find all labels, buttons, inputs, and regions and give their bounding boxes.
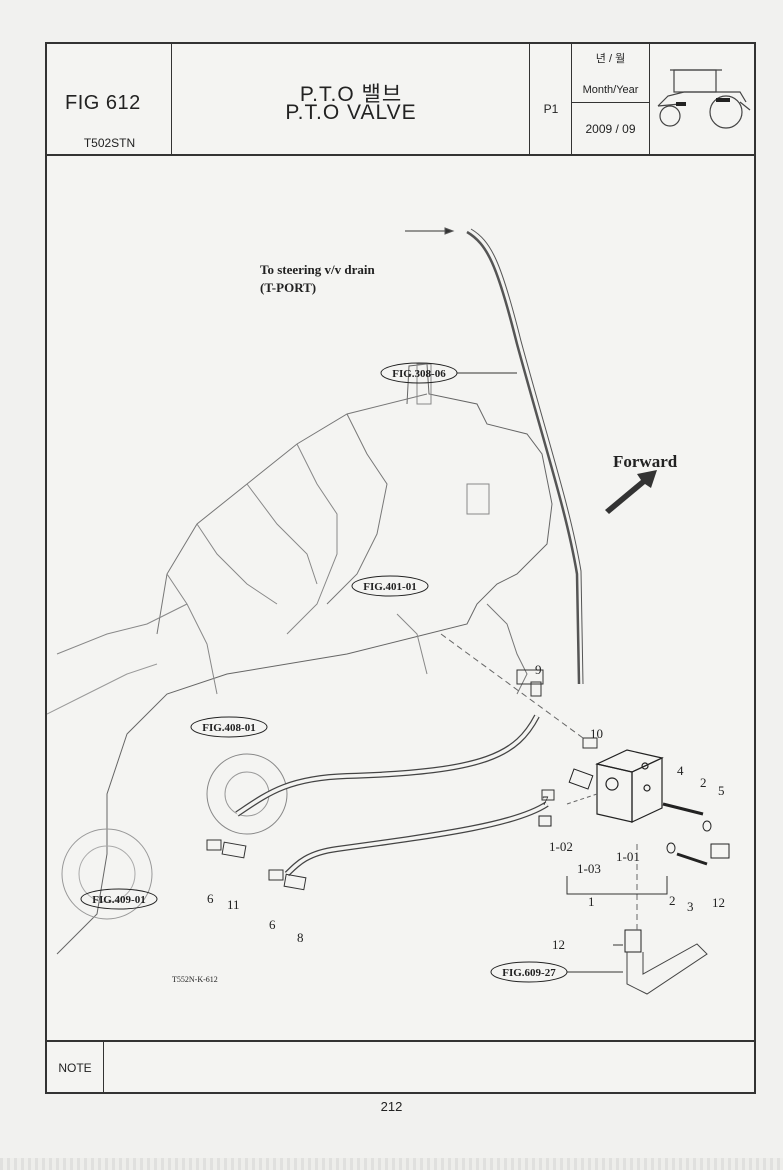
part-6b: 6 xyxy=(269,917,276,932)
pto-valve-diagram: To steering v/v drain (T-PORT) Forward T… xyxy=(47,227,730,995)
part-2a: 2 xyxy=(700,775,707,790)
part-1-03: 1-03 xyxy=(577,861,601,876)
part-11: 11 xyxy=(227,897,240,912)
part-6a: 6 xyxy=(207,891,214,906)
pto-valve-block xyxy=(595,749,664,823)
scan-artifact-strip xyxy=(0,1158,783,1170)
steering-drain-note: To steering v/v drain xyxy=(260,262,375,277)
steering-drain-pipe xyxy=(466,230,581,685)
ref-fig-408-01: FIG.408-01 xyxy=(202,722,255,734)
part-1: 1 xyxy=(588,894,595,909)
part-5: 5 xyxy=(718,783,725,798)
part-8: 8 xyxy=(297,930,304,945)
page-label: P1 xyxy=(543,102,559,116)
part-7: 7 xyxy=(542,793,549,808)
date-value: 2009 / 09 xyxy=(585,122,636,136)
page-number: 212 xyxy=(380,1099,403,1114)
title-cell: P.T.O 밸브 P.T.O VALVE xyxy=(172,44,530,154)
ref-fig-401-01: FIG.401-01 xyxy=(363,581,416,593)
forward-label: Forward xyxy=(613,452,678,471)
hose-upper xyxy=(235,714,540,817)
date-divider xyxy=(572,102,649,103)
page-frame: FIG 612 T502STN P.T.O 밸브 P.T.O VALVE P1 … xyxy=(45,42,756,1094)
part-12a: 12 xyxy=(712,895,725,910)
part-1-01: 1-01 xyxy=(616,849,640,864)
date-label: Month/Year xyxy=(582,84,639,96)
part-1-02: 1-02 xyxy=(549,839,573,854)
note-row: NOTE xyxy=(47,1040,754,1094)
date-label-korean: 년 / 월 xyxy=(595,53,626,65)
ref-fig-609-27: FIG.609-27 xyxy=(502,967,556,979)
tractor-thumbnail-cell xyxy=(650,44,754,154)
page-cell: P1 xyxy=(530,44,572,154)
ref-fig-308-06: FIG.308-06 xyxy=(392,368,446,380)
part-12b: 12 xyxy=(552,937,565,952)
title-english: P.T.O VALVE xyxy=(285,101,417,124)
fig-cell: FIG 612 T502STN xyxy=(47,44,172,154)
fig-number: FIG 612 xyxy=(65,92,141,114)
note-label: NOTE xyxy=(47,1042,104,1094)
header-table: FIG 612 T502STN P.T.O 밸브 P.T.O VALVE P1 … xyxy=(47,44,754,156)
part-2b: 2 xyxy=(669,893,676,908)
date-cell: 년 / 월 Month/Year 2009 / 09 xyxy=(572,44,650,154)
tport-note: (T-PORT) xyxy=(260,280,316,295)
part-3: 3 xyxy=(687,899,694,914)
forward-arrow-icon xyxy=(605,470,657,514)
part-4: 4 xyxy=(677,763,684,778)
title-korean: P.T.O 밸브 xyxy=(299,83,403,106)
part-9: 9 xyxy=(535,662,542,677)
transmission-housing xyxy=(56,363,553,955)
part-10: 10 xyxy=(590,726,603,741)
ref-fig-409-01: FIG.409-01 xyxy=(92,894,145,906)
model-code: T502STN xyxy=(83,136,136,150)
drawing-code: T552N-K-612 xyxy=(172,975,218,984)
tractor-icon xyxy=(657,69,751,129)
